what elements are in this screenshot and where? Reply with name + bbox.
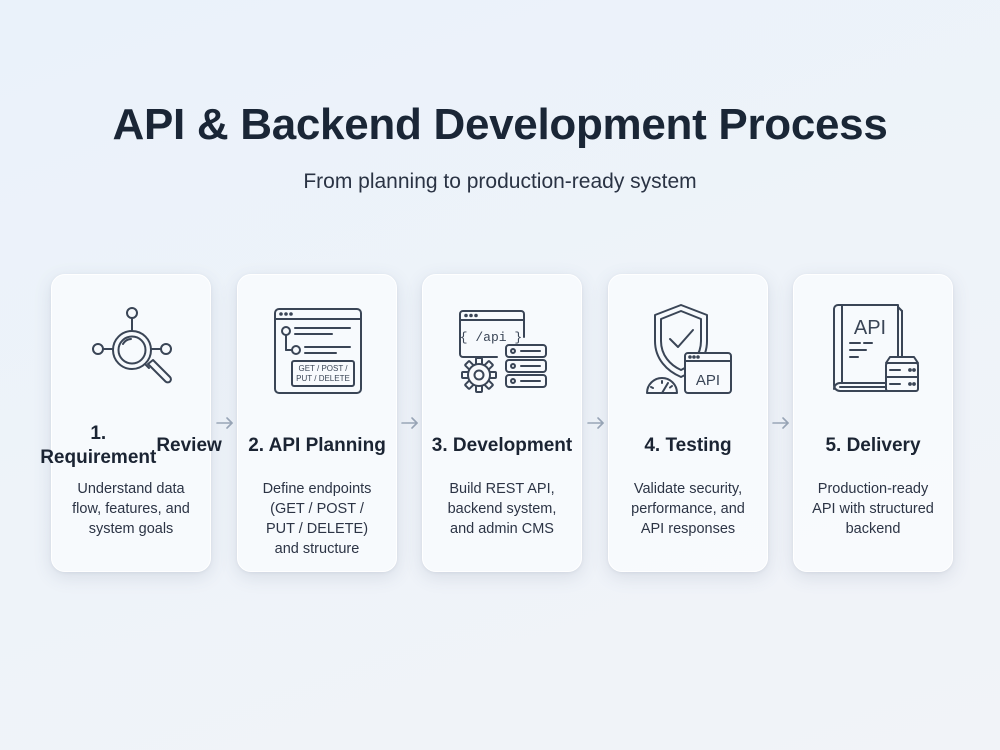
book-server-icon: API	[833, 304, 919, 392]
arrow-right-icon	[401, 417, 418, 429]
step-description: Understand data flow, features, and syst…	[72, 481, 190, 537]
svg-text:PUT / DELETE: PUT / DELETE	[296, 374, 350, 383]
svg-text:API: API	[854, 317, 886, 339]
magnifier-network-icon	[92, 307, 172, 384]
page-title: API & Backend Development Process	[112, 100, 888, 149]
step-card-testing: API 4. Testing Validate security, perfor…	[608, 274, 768, 572]
svg-text:API: API	[696, 372, 720, 389]
step-description: Define endpoints (GET / POST / PUT / DEL…	[262, 481, 372, 557]
svg-text:{ /api }: { /api }	[460, 330, 522, 345]
arrow-right-icon	[772, 417, 789, 429]
step-card-delivery: API 5. Delivery Production-ready API wit…	[793, 274, 953, 572]
step-description: Validate security, performance, and API …	[631, 481, 745, 537]
shield-gauge-icon: API	[646, 304, 732, 394]
code-server-gear-icon: { /api }	[459, 310, 547, 393]
step-description: Production-ready API with structured bac…	[812, 481, 934, 537]
step-title: 5. Delivery	[825, 435, 921, 456]
step-card-development: { /api } 3. Development Build REST API, …	[422, 274, 582, 572]
step-title: 4. Testing	[644, 435, 732, 456]
svg-text:GET / POST /: GET / POST /	[298, 364, 348, 373]
step-description: Build REST API, backend system, and admi…	[447, 481, 557, 537]
arrow-right-icon	[587, 417, 604, 429]
step-title: 3. Development	[431, 435, 573, 456]
step-card-api-planning: GET / POST / PUT / DELETE 2. API Plannin…	[237, 274, 397, 572]
endpoint-window-icon: GET / POST / PUT / DELETE	[274, 308, 362, 394]
step-title: 2. API Planning	[248, 435, 386, 456]
page-subtitle: From planning to production-ready system	[303, 170, 697, 193]
arrow-right-icon	[216, 417, 233, 429]
